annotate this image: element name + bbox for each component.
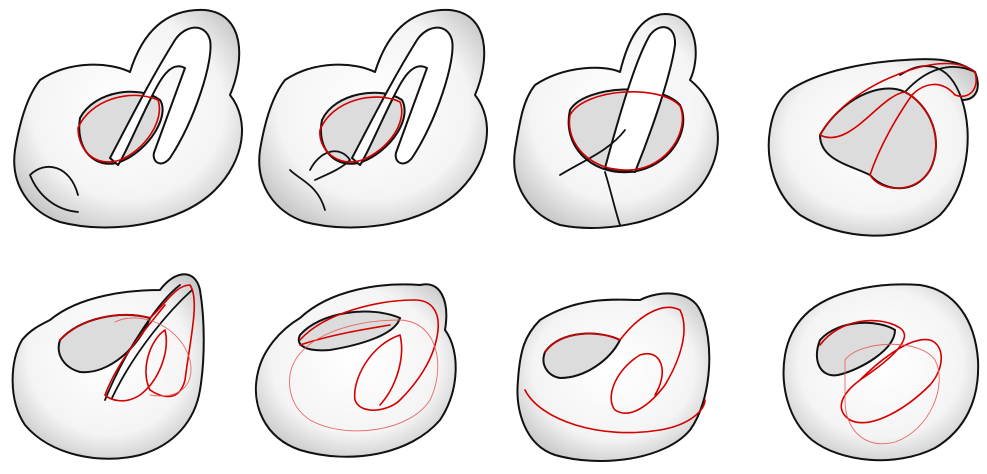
surface-outline — [784, 284, 979, 460]
surface-outline — [517, 293, 709, 461]
panel-1 — [14, 10, 242, 228]
panel-4 — [769, 59, 978, 236]
panel-3 — [514, 14, 718, 228]
panel-2 — [259, 10, 487, 228]
panel-6 — [256, 284, 456, 457]
panel-5 — [13, 274, 204, 459]
panel-7 — [517, 293, 709, 461]
panel-8 — [784, 284, 979, 460]
